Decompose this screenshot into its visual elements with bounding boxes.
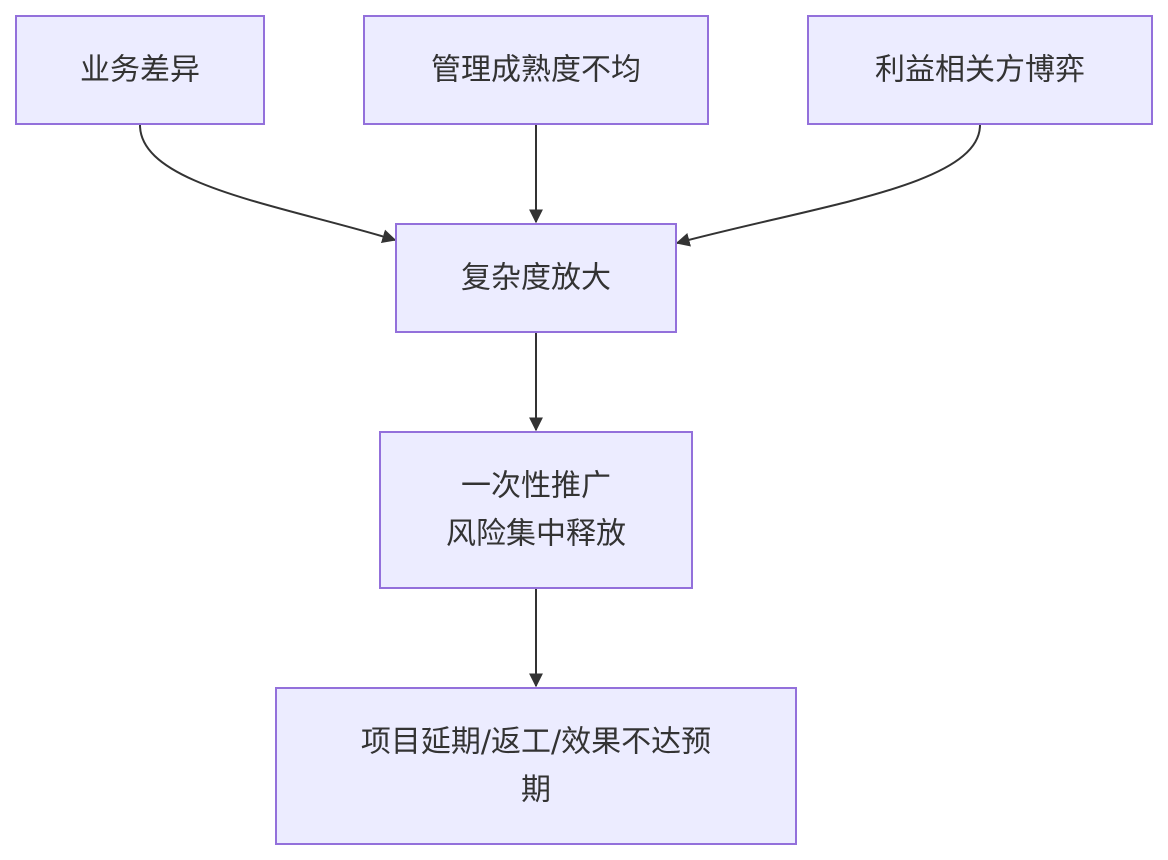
node-one-time-rollout[interactable]: 一次性推广 风险集中释放 — [379, 431, 693, 589]
node-complexity-label: 复杂度放大 — [461, 261, 611, 296]
node-mgmt-maturity[interactable]: 管理成熟度不均 — [363, 15, 709, 125]
node-complexity[interactable]: 复杂度放大 — [395, 223, 677, 333]
node-outcome[interactable]: 项目延期/返工/效果不达预 期 — [275, 687, 797, 845]
node-business-diff-label: 业务差异 — [80, 53, 200, 88]
node-one-time-rollout-label-line1: 一次性推广 — [461, 469, 611, 504]
edge-business-diff-to-complexity — [139, 124, 397, 244]
node-stakeholder-game-label: 利益相关方博弈 — [875, 53, 1085, 88]
node-business-diff[interactable]: 业务差异 — [15, 15, 265, 125]
node-stakeholder-game[interactable]: 利益相关方博弈 — [807, 15, 1153, 125]
node-outcome-label-line2: 期 — [521, 773, 551, 808]
node-one-time-rollout-label-line2: 风险集中释放 — [446, 517, 626, 552]
node-outcome-label-line1: 项目延期/返工/效果不达预 — [361, 725, 711, 760]
edge-stakeholder-game-to-complexity — [675, 124, 981, 247]
node-mgmt-maturity-label: 管理成熟度不均 — [431, 53, 641, 88]
